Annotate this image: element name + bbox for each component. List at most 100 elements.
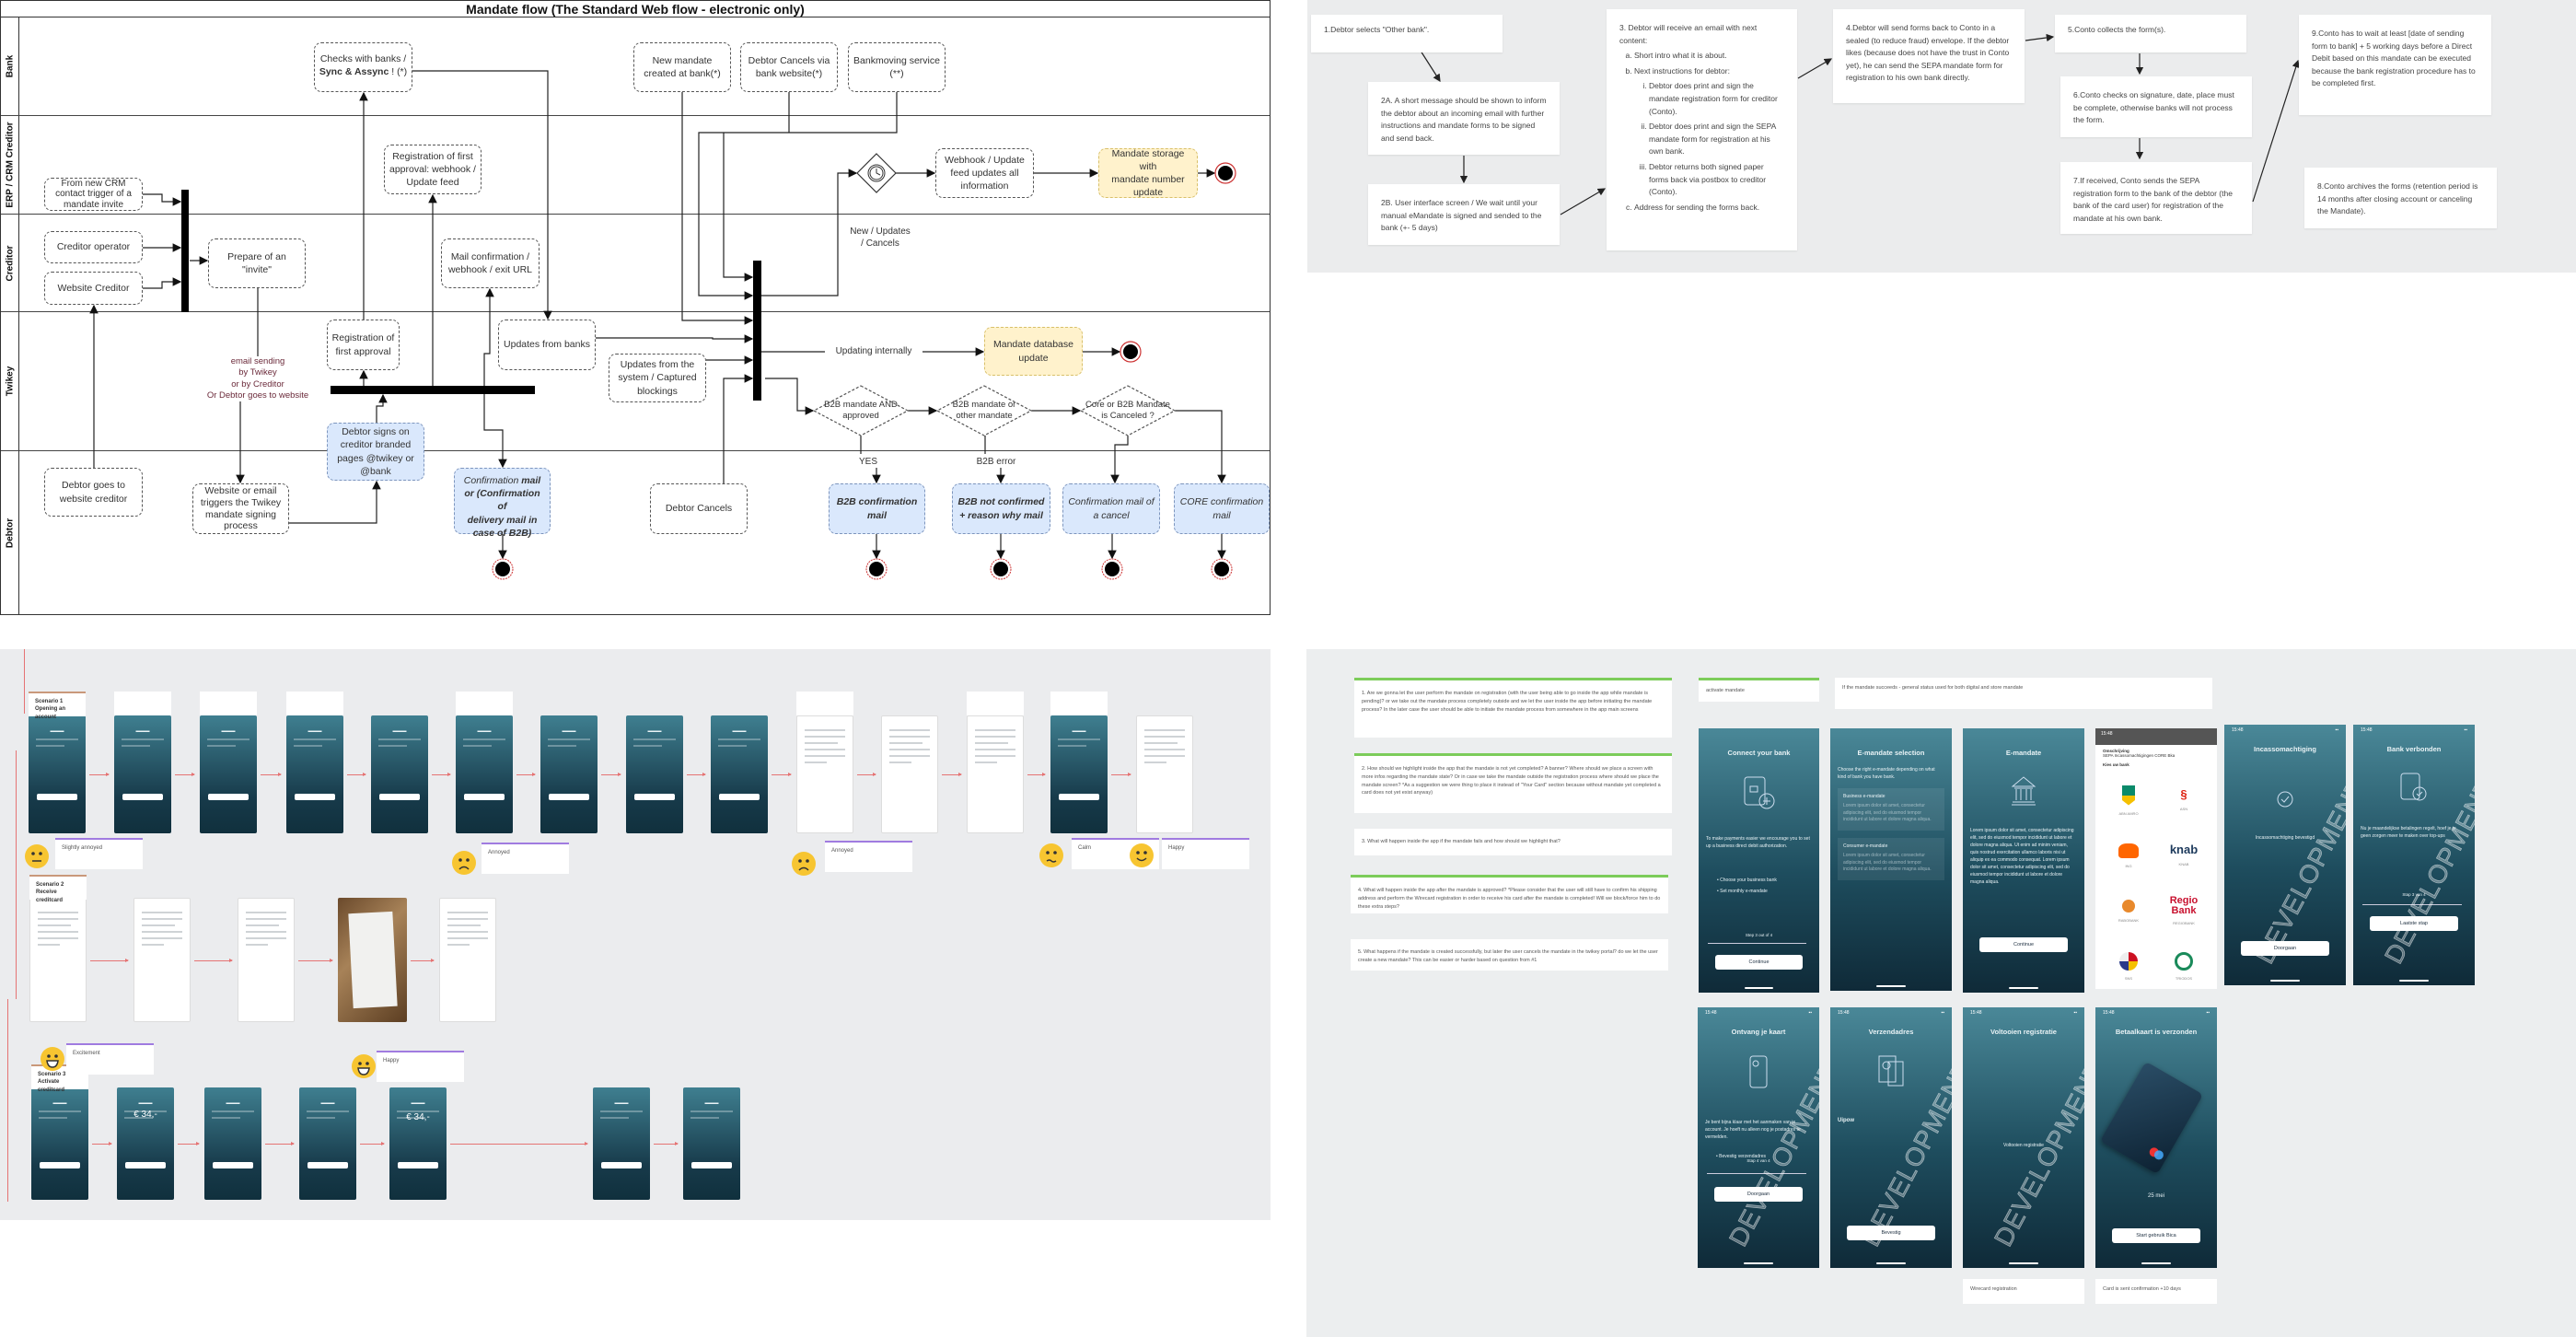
journey-screen-thumbnail: ▬▬▬ <box>1050 715 1108 833</box>
bullet: • Bevestig verzendadres <box>1716 1154 1767 1159</box>
grin-face-icon <box>40 1046 65 1072</box>
flow-arrow <box>432 773 451 776</box>
journey-screen-thumbnail: ▬▬▬ <box>626 715 683 833</box>
journey-screen-thumbnail: ▬▬▬ <box>117 1087 174 1200</box>
home-indicator <box>1744 987 1774 989</box>
question-card: 3. What will happen inside the app if th… <box>1354 829 1672 855</box>
note-list-item: Debtor does print and sign the mandate r… <box>1649 80 1784 118</box>
box-webhook-update-feed: Webhook / Update feed updates all inform… <box>935 148 1034 198</box>
screen-voltooien-registratie: 15:48▪▪ Voltooien registratie Voltooien … <box>1963 1007 2084 1268</box>
flow-arrow <box>265 1142 295 1145</box>
flow-line <box>7 999 8 1202</box>
journey-screen-thumbnail: ▬▬▬ <box>114 715 171 833</box>
happy-face-icon <box>1129 843 1155 868</box>
flow-arrow <box>92 1142 112 1145</box>
screen-title: Bank verbonden <box>2386 745 2442 753</box>
progress-track <box>1708 943 1806 944</box>
lane-debtor: Debtor <box>1 451 1270 614</box>
screen-body: To make payments easier we encourage you… <box>1706 836 1810 849</box>
screen-body: Incassomachtiging bevestigd <box>2255 835 2315 841</box>
bank-option-triodos[interactable]: TRIODOS <box>2158 940 2210 989</box>
box-mandate-database-update: Mandate database update <box>984 327 1083 376</box>
note-wirecard: Wirecard registration <box>1963 1279 2084 1304</box>
label-updating-internally: Updating internally <box>825 345 922 357</box>
journey-screen-thumbnail: ▬▬▬ <box>456 715 513 833</box>
note-step-3: 3. Debtor will receive an email with nex… <box>1607 9 1797 250</box>
bank-option-ing[interactable]: ING <box>2103 830 2154 881</box>
bank-building-icon <box>1963 775 2084 807</box>
journey-screen-thumbnail: ▬▬▬ <box>200 715 257 833</box>
start-gebruik-button[interactable]: Start gebruik Bica <box>2112 1228 2200 1243</box>
scenario-label: Scenario 2 Receive creditcard <box>29 875 87 903</box>
mandate-flow-diagram: Mandate flow (The Standard Web flow - el… <box>0 0 1271 615</box>
doorgaan-button[interactable]: Doorgaan <box>2241 941 2329 956</box>
flow-arrow <box>89 773 110 776</box>
screen-betaalkaart-verzonden: 15:48▪▪ Betaalkaart is verzonden 25 mei … <box>2095 1007 2217 1268</box>
address-name: Uipow <box>1838 1118 1854 1123</box>
step-caption <box>286 692 343 715</box>
note-card-sent: Card is sent confirmation +10 days <box>2095 1279 2217 1304</box>
bank-option-sns[interactable]: SNS <box>2103 940 2154 989</box>
flow-arrow <box>772 773 792 776</box>
box-website-creditor: Website Creditor <box>44 272 143 305</box>
home-indicator <box>2399 980 2429 982</box>
home-indicator <box>2009 987 2038 989</box>
emotion-comment: Slightly annoyed <box>55 838 143 869</box>
screen-bank-verbonden: 15:48▪▪ Bank verbonden Nu je maandelijks… <box>2353 725 2475 985</box>
timer-gateway-icon <box>856 153 897 193</box>
decision-mandate-canceled: Core or B2B Mandate is Canceled ? <box>1085 400 1170 421</box>
lane-bank: Bank <box>1 17 1270 116</box>
journey-screen-thumbnail: ▬▬▬ <box>299 1087 356 1200</box>
screen-body: Je bent bijna klaar met het aanmaken van… <box>1705 1120 1801 1140</box>
journey-screen-thumbnail <box>29 898 87 1022</box>
note-step-2a: 2A. A short message should be shown to i… <box>1368 82 1560 155</box>
bank-option-rabobank[interactable]: RABOBANK <box>2103 885 2154 936</box>
bevestig-button[interactable]: Bevestig <box>1847 1226 1935 1240</box>
home-indicator <box>1876 1262 1906 1264</box>
development-watermark: DEVELOPMENT <box>1989 1056 2084 1251</box>
flow-arrow <box>450 1142 588 1145</box>
screen-title: Betaalkaart is verzonden <box>2115 1028 2198 1036</box>
continue-button[interactable]: Continue <box>1715 955 1803 970</box>
status-time: 15:48 <box>2101 731 2113 737</box>
flow-arrow <box>298 958 333 962</box>
status-time: 15:48 <box>2361 727 2373 733</box>
wallet-plus-icon <box>1699 775 1819 812</box>
screen-title: Ontvang je kaart <box>1731 1028 1786 1036</box>
flow-arrow <box>347 773 366 776</box>
screen-title: Verzendadres <box>1868 1028 1914 1036</box>
balance-amount: € 34,- <box>406 1112 430 1122</box>
box-creditor-operator: Creditor operator <box>44 231 143 263</box>
note-step-2b: 2B. User interface screen / We wait unti… <box>1368 184 1560 245</box>
screen-body: Voltooien registratie <box>2003 1143 2044 1148</box>
screen-title: Incassomachtiging <box>2254 745 2316 753</box>
note-step-6: 6.Conto checks on signature, date, place… <box>2060 76 2252 137</box>
bank-option-abn-amro[interactable]: ABN AMRO <box>2103 774 2154 826</box>
status-time: 15:48 <box>2232 727 2244 733</box>
doorgaan-button[interactable]: Doorgaan <box>1714 1187 1803 1202</box>
note-list-item: Next instructions for debtor: Debtor doe… <box>1634 65 1784 199</box>
box-mandate-storage: Mandate storage with mandate number upda… <box>1098 148 1198 198</box>
question-card: 1. Are we gonna let the user perform the… <box>1354 678 1672 738</box>
home-indicator <box>2009 1262 2038 1264</box>
user-journey-board: ▬▬▬▬▬▬▬▬▬▬▬▬▬▬▬▬▬▬▬▬▬▬▬▬▬▬▬▬▬▬▬▬▬▬▬▬▬▬▬▬… <box>0 649 1271 1220</box>
flow-arrow <box>687 773 706 776</box>
status-time: 15:48 <box>2103 1010 2115 1016</box>
journey-screen-thumbnail: ▬▬▬ <box>683 1087 740 1200</box>
laatste-stap-button[interactable]: Laatste stap <box>2370 916 2458 931</box>
bank-option-asn[interactable]: §ASN <box>2179 787 2188 811</box>
question-card: 2. How should we highlight inside the ap… <box>1354 753 1672 813</box>
flow-line <box>16 750 17 999</box>
decision-diamond <box>812 385 910 436</box>
continue-button[interactable]: Continue <box>1979 937 2068 952</box>
screen-body: Lorem ipsum dolor sit amet, consectetur … <box>1970 828 2074 885</box>
step-caption <box>114 692 171 715</box>
screen-title: E-mandate <box>2005 749 2042 757</box>
grin-face-icon <box>351 1053 377 1079</box>
box-website-triggers: Website or email triggers the Twikey man… <box>192 483 289 534</box>
note-list-item: Address for sending the forms back. <box>1634 202 1784 215</box>
